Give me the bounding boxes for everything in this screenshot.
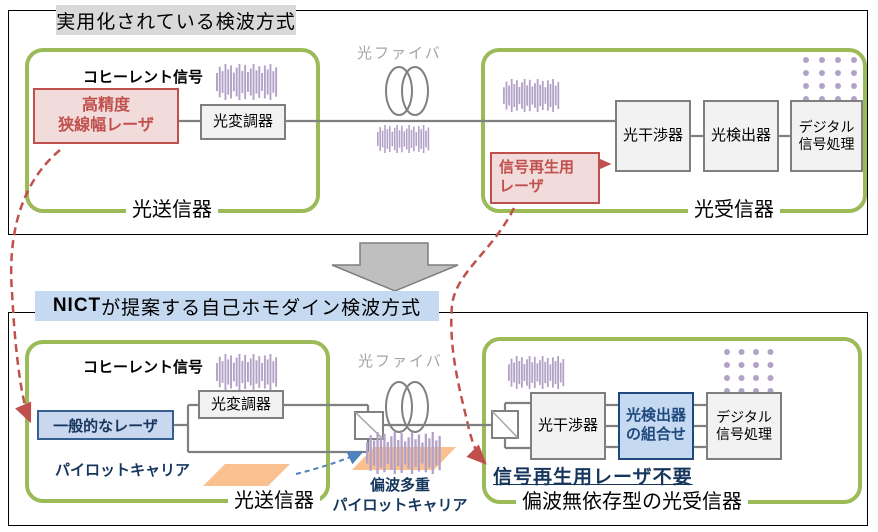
bottom-section-title-text: が提案する自己ホモダイン検波方式 [101, 297, 422, 319]
receiver-beam-splitter-icon [491, 410, 519, 439]
top-section-frame [8, 10, 868, 235]
top-section-title: 実用化されている検波方式 [56, 5, 296, 35]
dsp-box: デジタル 信号処理 [706, 392, 782, 460]
dsp-box: デジタル 信号処理 [790, 100, 863, 172]
transmitter-beam-splitter-icon [354, 411, 384, 440]
bottom-receiver-lines [503, 401, 706, 450]
polmux-signal-waveform-icon [366, 432, 441, 474]
nict-logo-text: NICT [52, 295, 102, 316]
coherent-signal-label: コヒーレント信号 [83, 359, 204, 376]
detector-box: 光検出器 [703, 100, 779, 172]
regen-removal-dashed-arrow [450, 207, 516, 465]
optical-modulator-box: 光変調器 [200, 104, 286, 140]
signal-waveform-icon [508, 356, 565, 389]
dots-grid-icon [724, 349, 774, 394]
polmux-pilot-label: 偏波多重 パイロットキャリア [332, 477, 468, 515]
detector-combination-box: 光検出器 の組合せ [618, 392, 694, 460]
receiver-label: 光受信器 [688, 198, 780, 222]
fiber-label: 光ファイバ [358, 353, 443, 370]
interferometer-box: 光干渉器 [615, 100, 691, 172]
pol-independent-receiver-label: 偏波無依存型の光受信器 [516, 490, 748, 514]
pilot-carrier-dashed-arrow [295, 451, 364, 475]
signal-waveform-icon [216, 354, 278, 390]
transmitter-label: 光送信器 [228, 489, 320, 513]
narrow-linewidth-laser-box: 高精度 狭線幅レーザ [33, 88, 179, 144]
interferometer-box: 光干渉器 [530, 392, 606, 460]
signal-waveform-icon [216, 64, 278, 100]
fiber-label: 光ファイバ [357, 45, 442, 62]
optical-modulator-box: 光変調器 [198, 390, 284, 419]
signal-waveform-icon [503, 79, 560, 112]
general-laser-box: 一般的なレーザ [37, 410, 174, 440]
transmitter-label: 光送信器 [126, 198, 218, 222]
laser-box-line2: 狭線幅レーザ [58, 117, 154, 134]
laser-replacement-dashed-arrow [9, 149, 61, 424]
top-section-title-text: 実用化されている検波方式 [56, 11, 296, 33]
signal-waveform-icon [377, 125, 430, 153]
top-fiber-coil-icon [385, 66, 429, 116]
bottom-fiber-coil-icon [385, 381, 429, 433]
top-receiver-box [481, 48, 867, 213]
down-arrow-icon [331, 242, 459, 292]
pilot-carrier-shape [203, 464, 290, 486]
laser-box-line1: 高精度 [81, 97, 130, 114]
pilot-carrier-label: パイロットキャリア [55, 462, 191, 479]
coherent-signal-label: コヒーレント信号 [83, 69, 204, 86]
regen-laser-box: 信号再生用 レーザ [490, 152, 600, 204]
no-regen-laser-note: 信号再生用レーザ不要 [493, 467, 693, 488]
